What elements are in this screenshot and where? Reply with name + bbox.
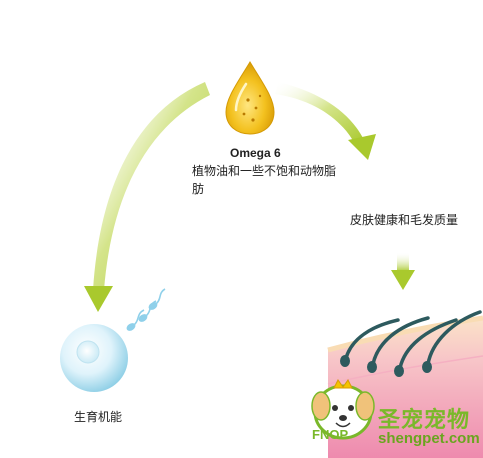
- dog-logo-icon: [311, 379, 375, 440]
- watermark-brand-cn: 圣宠宠物: [378, 407, 471, 432]
- oil-description-line2: 肪: [192, 182, 205, 196]
- oil-description-line1: 植物油和一些不饱和动物脂: [192, 164, 337, 178]
- sperm-icon: [126, 288, 166, 331]
- arrow-to-reproduction: [84, 82, 210, 312]
- watermark-logo-text: FNOP: [312, 427, 349, 442]
- oil-title: Omega 6: [230, 146, 281, 160]
- reproduction-label: 生育机能: [74, 410, 123, 424]
- oil-drop-icon: [225, 61, 275, 135]
- watermark-site: shengpet.com: [378, 430, 480, 447]
- arrow-down-to-hair: [391, 252, 415, 290]
- egg-cell-icon: [60, 324, 128, 392]
- arrow-to-skin: [275, 82, 376, 160]
- skin-hair-label: 皮肤健康和毛发质量: [350, 213, 459, 227]
